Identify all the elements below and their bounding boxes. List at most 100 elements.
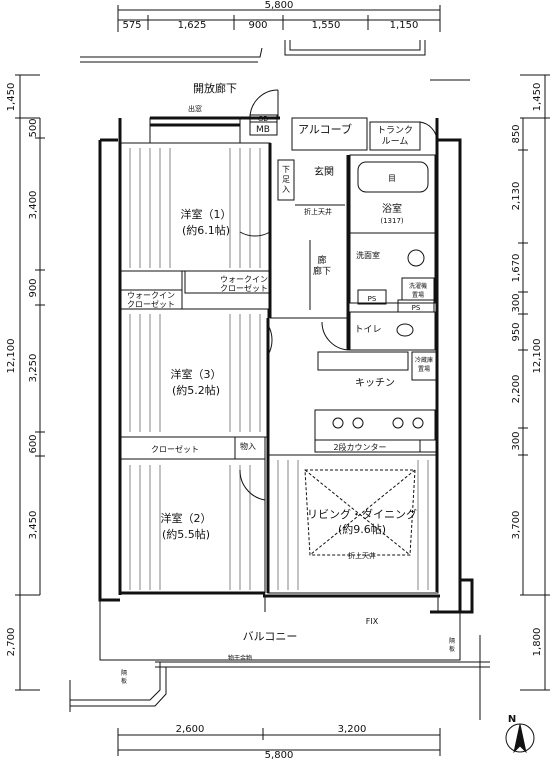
room-2-flooring [129,465,251,590]
washroom-label: 洗面室 [356,250,380,260]
dim-right-seg-3: 1,670 [511,254,522,283]
walkin-2-label-1: ウォークイン [220,275,268,284]
room-1-flooring [129,148,261,268]
ps-1-label: PS [368,295,377,303]
bay-window-label: 出窓 [188,104,202,113]
balcony: バルコニー 物干金物 隔 板 隔 板 [69,600,490,720]
dim-right-seg-1: 850 [511,124,522,143]
living-flooring [277,460,429,590]
living-label: リビング・ダイニング [307,507,417,521]
fridge-label-2: 置場 [418,365,430,373]
living-size: (約9.6帖) [338,522,386,536]
dim-top-seg-1: 575 [122,20,141,31]
dim-left-seg-5: 600 [28,434,39,453]
alcove-area [291,117,368,151]
room-2-size: (約5.5帖) [162,527,210,541]
dim-right-bottom: 1,800 [532,628,543,657]
dim-left-total: 12,100 [6,339,17,374]
alcove-label: アルコーブ [298,122,352,136]
trunk-room-label-2: ルーム [382,136,409,147]
shoe-box-label-1: 下 [282,165,290,174]
washbasin [407,249,425,267]
bay-window-box [149,117,241,144]
hall-label-1: 廊 [317,254,326,266]
dim-top-total: 5,800 [265,0,294,11]
dim-bottom-total: 5,800 [265,750,294,760]
toilet-label: トイレ [354,325,381,335]
top-outline [80,40,470,81]
front-door-swing [249,89,279,119]
bathroom: 目 浴室 (1317) [349,154,436,234]
walkin-2-label-2: クローゼット [220,283,268,293]
fix-window-label: FIX [366,617,379,626]
bath-label: 浴室 [382,202,402,215]
entrance-hall: 下 足 入 玄関 折上天井 廊 廊下 [277,159,345,310]
washing-label-2: 置場 [412,291,424,299]
dim-right-total: 12,100 [532,339,543,374]
north-arrow-icon [513,723,527,754]
dim-right-seg-7: 300 [511,431,522,450]
hall-label: 廊下 [313,265,331,277]
dim-bottom-seg-2: 3,200 [338,724,367,735]
walkin-closets: ウォークイン クローゼット ウォークイン クローゼット [119,270,271,310]
dim-top-seg-3: 900 [248,20,267,31]
partition-left-2: 板 [121,677,127,685]
dim-left-seg-1: 500 [28,118,39,137]
trunk-room [369,121,421,151]
dim-left-seg-3: 900 [28,278,39,297]
room-1-label: 洋室（1） [181,207,232,221]
room-2-label: 洋室（2） [161,511,212,525]
svg-text:目: 目 [388,174,396,183]
upper-ceiling-2-label: 折上天井 [348,551,376,560]
meter-box [249,114,278,136]
fridge-label-1: 冷蔵庫 [415,356,433,364]
storage-label: 物入 [240,441,256,451]
room-3-flooring [129,314,261,432]
dim-right-top: 1,450 [532,83,543,112]
dim-left-top: 1,450 [6,83,17,112]
dim-left-seg-2: 3,400 [28,191,39,220]
gb-label: GB [258,115,268,123]
closet-label: クローゼット [151,444,199,454]
dim-right-seg-4: 300 [511,293,522,312]
living-dining: リビング・ダイニング (約9.6帖) 折上天井 FIX [264,454,439,626]
bath-size-label: (1317) [380,217,404,225]
room-1-size: (約6.1帖) [182,223,230,237]
entrance-label: 玄関 [314,165,334,178]
dim-top-seg-5: 1,150 [390,20,419,31]
upper-ceiling-1-label: 折上天井 [304,207,332,216]
walkin-1-label-2: クローゼット [127,299,175,309]
dim-bottom-seg-1: 2,600 [176,724,205,735]
walkin-1-label-1: ウォークイン [127,291,175,300]
counter-label: 2段カウンター [333,442,386,452]
room-3-size: (約5.2帖) [172,383,220,397]
dim-top-seg-2: 1,625 [178,20,207,31]
room-2: 洋室（2） (約5.5帖) [119,458,266,594]
dim-left-seg-6: 3,450 [28,511,39,540]
north-label: N [508,714,516,725]
dim-right-seg-8: 3,700 [511,511,522,540]
trunk-room-label-1: トランク [377,125,413,136]
room-3-label: 洋室（3） [171,367,222,381]
partition-left-1: 隔 [121,669,127,677]
washroom: 洗面室 洗濯機 置場 PS PS [349,232,436,313]
dim-right-seg-2: 2,130 [511,182,522,211]
dim-left-seg-4: 3,250 [28,354,39,383]
partition-right-2: 板 [449,645,455,653]
mb-label: MB [256,125,270,135]
room-3: 洋室（3） (約5.2帖) [119,308,273,438]
dim-right-seg-5: 950 [511,322,522,341]
toilet: トイレ [321,311,436,351]
handrail-label: 物干金物 [228,654,252,662]
right-dimensions: 1,450 12,100 1,800 850 2,130 1,670 300 9… [511,74,550,691]
washing-label-1: 洗濯機 [409,282,427,290]
toilet-bowl [396,323,414,337]
left-dimensions: 1,450 12,100 2,700 500 3,400 900 3,250 6… [6,74,45,691]
dim-top-seg-4: 1,550 [312,20,341,31]
shoe-box-label-2: 足 [282,175,290,184]
dim-left-bottom: 2,700 [6,628,17,657]
corridor-label: 開放廊下 [193,81,237,95]
bottom-dimensions: 2,600 3,200 5,800 [117,724,441,760]
kitchen-label: キッチン [355,377,395,389]
